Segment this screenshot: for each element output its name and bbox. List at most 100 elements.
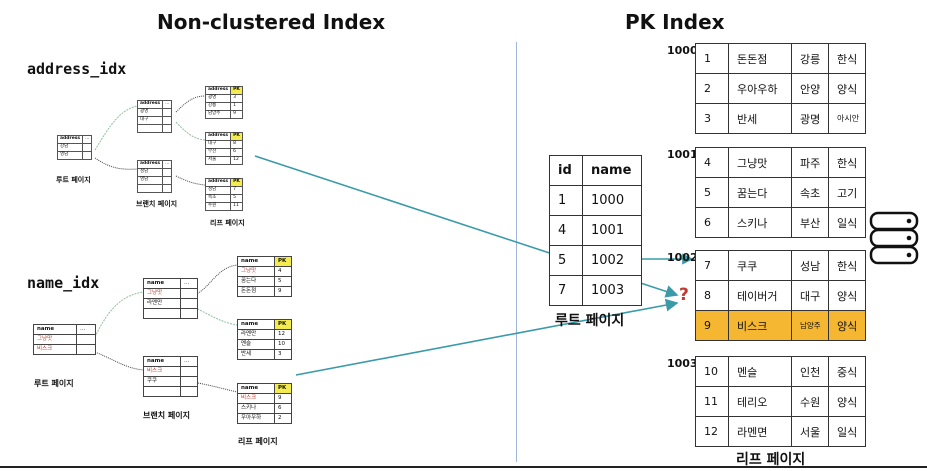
cell-name: 비스크 [728, 310, 792, 341]
node-pk: 9 [274, 286, 292, 297]
cell-category: 고기 [828, 177, 866, 208]
root-id: 4 [549, 215, 583, 246]
node-pk: 2 [274, 413, 292, 424]
node-key: 꿈는다 [237, 276, 275, 287]
pk-header: PK [274, 383, 292, 394]
pk-header: PK [274, 319, 292, 330]
cell-address: 부산 [791, 207, 829, 238]
node-pk: 3 [230, 94, 243, 103]
node-key: 강릉 [204, 102, 232, 111]
name-branch-node-1: name... 그냥맛 라멘만 [143, 278, 198, 319]
cell-id: 10 [695, 356, 729, 387]
node-key: 남양주 [204, 110, 232, 119]
node-header: name [237, 256, 275, 267]
node-key [136, 124, 164, 133]
non-clustered-title: Non-clustered Index [157, 10, 386, 34]
node-header: ... [82, 135, 93, 144]
cell-category: 양식 [828, 310, 866, 341]
node-pk: 11 [230, 202, 243, 211]
node-key: 라멘만 [143, 298, 181, 309]
node-pk: 4 [274, 266, 292, 277]
node-header: name [143, 278, 181, 289]
root-page: 1003 [582, 275, 642, 306]
node-header: address [204, 178, 232, 187]
node-key: 성남 [136, 168, 164, 177]
address-branch-node-2: address... 성남 영남 [136, 160, 173, 193]
root-header-id: id [549, 155, 583, 186]
cell-address: 성남 [791, 250, 829, 281]
cell-category: 한식 [828, 250, 866, 281]
cell-category: 양식 [828, 386, 866, 417]
root-page: 1001 [582, 215, 642, 246]
name-branch-caption: 브랜치 페이지 [143, 411, 190, 420]
cell-address: 파주 [791, 147, 829, 178]
cell-id: 12 [695, 416, 729, 447]
node-header: address [136, 100, 164, 109]
node-pk: 7 [230, 186, 243, 195]
node-header: name [33, 324, 77, 335]
name-root-caption: 루트 페이지 [34, 379, 74, 388]
node-pk: 6 [274, 403, 292, 414]
cell-name: 쿠쿠 [728, 250, 792, 281]
cell-address: 안양 [791, 73, 829, 104]
cell-category: 한식 [828, 147, 866, 178]
cell-name: 우아우하 [728, 73, 792, 104]
node-key: 서울 [204, 156, 232, 165]
pk-leaf-caption: 리프 페이지 [736, 452, 806, 468]
pk-header: PK [274, 256, 292, 267]
cell-category: 한식 [828, 43, 866, 74]
node-key: 비스크 [237, 393, 275, 404]
node-header: address [56, 135, 84, 144]
page-number: 1002 [667, 251, 698, 264]
pk-header: PK [230, 86, 243, 95]
node-key [143, 308, 181, 319]
pk-index-title: PK Index [625, 10, 725, 34]
node-pk: 8 [230, 140, 243, 149]
node-key: 멘슬 [237, 339, 275, 350]
node-header: ... [162, 160, 173, 169]
address-root-node: address... 강남 영남 [56, 135, 93, 160]
node-key: 스키나 [237, 403, 275, 414]
node-key: 비스크 [143, 366, 181, 377]
cell-id: 2 [695, 73, 729, 104]
node-header: address [204, 132, 232, 141]
address-idx-label: address_idx [27, 60, 127, 78]
node-header: name [237, 383, 275, 394]
node-pk: 1 [230, 102, 243, 111]
page-number: 1003 [667, 357, 698, 370]
node-header: ... [76, 324, 96, 335]
node-pk: 5 [230, 194, 243, 203]
cell-address: 인천 [791, 356, 829, 387]
address-branch-caption: 브랜치 페이지 [136, 200, 178, 208]
cell-id: 1 [695, 43, 729, 74]
node-pk: 10 [274, 339, 292, 350]
name-idx-label: name_idx [27, 274, 100, 292]
address-branch-node-1: address... 광명 대구 [136, 100, 173, 133]
cell-id: 9 [695, 310, 729, 341]
database-icon [869, 211, 919, 265]
cell-category: 아시안 [828, 103, 866, 134]
node-header: address [204, 86, 232, 95]
cell-name: 그냥맛 [728, 147, 792, 178]
node-key: 광명 [136, 108, 164, 117]
question-mark: ? [679, 285, 689, 305]
divider [516, 42, 517, 462]
root-header-name: name [582, 155, 642, 186]
node-key: 비스크 [33, 344, 77, 355]
cell-name: 스키나 [728, 207, 792, 238]
name-leaf-caption: 리프 페이지 [238, 437, 278, 446]
cell-id: 8 [695, 280, 729, 311]
